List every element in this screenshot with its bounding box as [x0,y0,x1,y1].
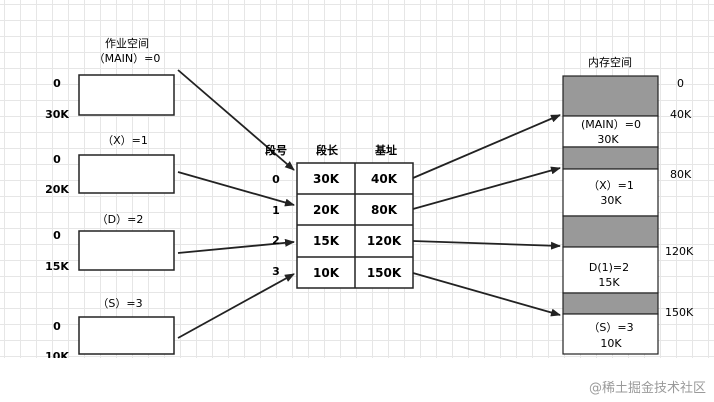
mem-addr-120k: 120K [665,245,694,258]
job-x-end-label: 20K [45,183,69,196]
mem-addr-150k: 150K [665,306,694,319]
mem-addr-80k: 80K [670,168,692,181]
arrow-row1-to-mem-x [412,166,561,210]
row3-len: 10K [313,266,340,280]
watermark: @稀土掘金技术社区 [589,380,706,396]
row1-len: 20K [313,203,340,217]
mem-addr-0: 0 [677,77,684,90]
job-space-title: 作业空间 [105,36,149,50]
memory-occupied-2 [562,215,659,248]
row2-no: 2 [272,234,280,247]
memory-column [562,75,659,355]
row1-base: 80K [371,203,398,217]
memory-occupied-0 [562,75,659,117]
job-main-start-label: 0 [53,77,61,90]
arrow-row3-to-mem-s [412,272,561,317]
row3-base: 150K [367,266,402,280]
arrow-x-to-row1 [177,171,295,207]
row0-no: 0 [272,173,280,186]
job-d-start-label: 0 [53,229,61,242]
arrow-s-to-row3 [177,273,295,339]
arrow-row0-to-mem-main [412,114,561,179]
row3-no: 3 [272,265,280,278]
job-d-end-label: 15K [45,260,69,273]
header-base: 基址 [374,143,397,157]
segment-d-label: （D）=2 [97,213,144,226]
mem-s-name: （S）=3 [588,321,633,334]
main-segment-label: （MAIN）=0 [94,52,161,65]
arrow-main-to-row0 [177,69,295,171]
mem-main-name: (MAIN）=0 [581,118,641,131]
row2-len: 15K [313,234,340,248]
header-seg-no: 段号 [265,143,287,157]
job-segment-x-box [78,154,175,194]
mem-x-size: 30K [600,194,622,207]
job-s-start-label: 0 [53,320,61,333]
mem-d-size: 15K [598,276,620,289]
arrow-row2-to-mem-d [412,240,561,250]
mem-x-name: （X）=1 [588,179,634,192]
mem-addr-40k: 40K [670,108,692,121]
row1-no: 1 [272,204,280,217]
segment-x-label: （X）=1 [102,134,148,147]
segment-table [296,162,414,289]
memory-space-title: 内存空间 [588,55,632,69]
bottom-band [0,358,714,402]
job-main-end-label: 30K [45,108,69,121]
job-segment-d-box [78,230,175,271]
arrow-d-to-row2 [177,238,295,254]
memory-block-x [562,168,659,217]
mem-s-size: 10K [600,337,622,350]
memory-occupied-3 [562,292,659,315]
mem-main-size: 30K [597,133,619,146]
job-segment-main-box [78,74,175,116]
row2-base: 120K [367,234,402,248]
job-segment-s-box [78,316,175,355]
job-x-start-label: 0 [53,153,61,166]
memory-occupied-1 [562,146,659,170]
row0-len: 30K [313,172,340,186]
segment-s-label: （S）=3 [97,297,142,310]
row0-base: 40K [371,172,398,186]
memory-block-d [562,246,659,294]
mem-d-name: D(1)=2 [589,261,629,274]
memory-block-s [562,313,659,355]
header-seg-len: 段长 [316,143,339,157]
